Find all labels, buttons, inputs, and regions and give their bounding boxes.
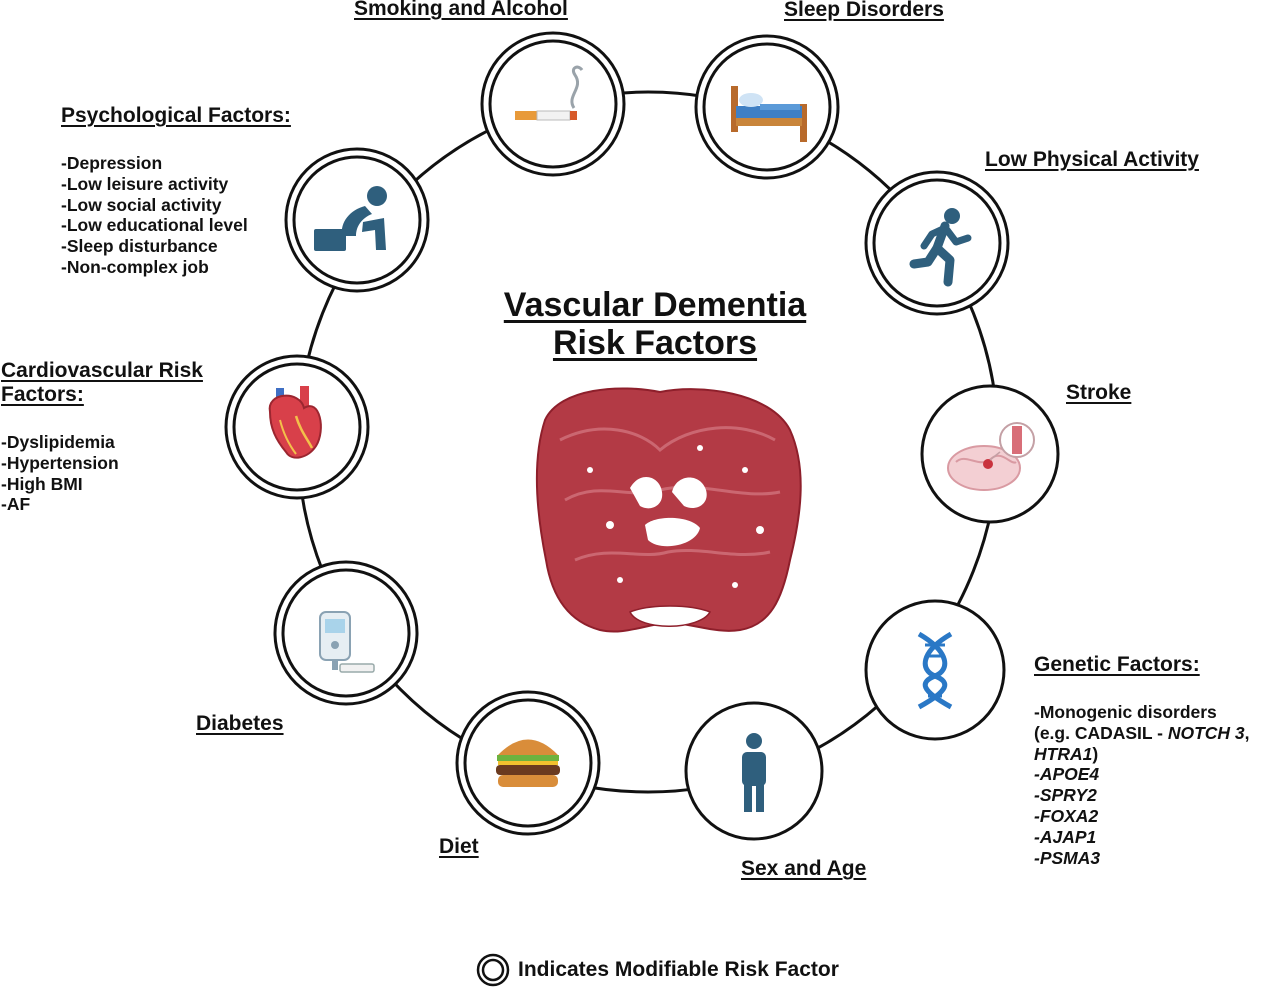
- cigarette-icon: [515, 65, 584, 121]
- list-item: -Non-complex job: [61, 256, 209, 277]
- cardio-factor-list: -Dyslipidemia -Hypertension -High BMI -A…: [1, 432, 119, 515]
- label-cardiovascular: Cardiovascular Risk Factors:: [1, 359, 203, 407]
- burger-icon: [496, 739, 560, 787]
- list-item: -PSMA3: [1034, 847, 1101, 868]
- legend-text: Indicates Modifiable Risk Factor: [518, 958, 839, 981]
- list-item: -APOE4: [1034, 764, 1100, 785]
- title-line-1: Vascular Dementia: [503, 286, 807, 324]
- cardio-label-line1: Cardiovascular Risk: [1, 359, 203, 382]
- list-item: -FOXA2: [1034, 805, 1099, 826]
- cardio-label-line2: Factors:: [1, 383, 84, 406]
- genetic-node: [864, 599, 1006, 741]
- list-item: -AF: [1, 494, 31, 515]
- cadasil-prefix: (e.g. CADASIL -: [1034, 722, 1168, 743]
- label-sleep: Sleep Disorders: [784, 0, 944, 21]
- title-line-2: Risk Factors: [552, 324, 758, 362]
- list-item: -AJAP1: [1034, 826, 1097, 847]
- cardio-node: [224, 354, 370, 500]
- label-genetic: Genetic Factors:: [1034, 653, 1200, 676]
- list-item: -Dyslipidemia: [1, 432, 115, 452]
- label-psychological: Psychological Factors:: [61, 104, 291, 127]
- label-diabetes: Diabetes: [196, 712, 284, 735]
- sex-age-node: [684, 701, 824, 841]
- list-item: -SPRY2: [1034, 785, 1097, 806]
- label-low-activity: Low Physical Activity: [985, 148, 1199, 171]
- glucose-meter-icon: [319, 611, 375, 673]
- stroke-node: [920, 384, 1060, 524]
- diet-node: [455, 690, 601, 836]
- psych-node: [284, 147, 430, 293]
- list-item: -Low leisure activity: [61, 173, 229, 194]
- label-diet: Diet: [439, 835, 479, 858]
- heart-icon: [268, 386, 322, 459]
- list-item: -Sleep disturbance: [61, 236, 218, 257]
- diagram-title: Vascular Dementia Risk Factors: [440, 286, 870, 362]
- label-smoking: Smoking and Alcohol: [354, 0, 568, 20]
- distressed-person-icon: [314, 186, 387, 251]
- list-item: -Depression: [61, 153, 163, 173]
- list-item: -High BMI: [1, 473, 83, 494]
- list-item: -Monogenic disorders: [1034, 702, 1217, 722]
- running-person-icon: [909, 208, 972, 287]
- brain-stroke-icon: [947, 422, 1035, 491]
- dna-icon: [917, 631, 953, 710]
- genetic-factor-list: -Monogenic disorders (e.g. CADASIL - NOT…: [1034, 702, 1250, 868]
- person-icon: [742, 733, 766, 812]
- double-circle-icon: [476, 953, 510, 987]
- list-item: HTRA1): [1034, 744, 1250, 765]
- list-item: -Low educational level: [61, 215, 248, 236]
- list-item: (e.g. CADASIL - NOTCH 3,: [1034, 723, 1250, 744]
- label-stroke: Stroke: [1066, 381, 1132, 404]
- gene-notch3: NOTCH 3: [1167, 722, 1245, 743]
- comma: ,: [1244, 722, 1250, 743]
- smoking-node: [480, 31, 626, 177]
- diabetes-node: [273, 560, 419, 706]
- list-item: -Hypertension: [1, 452, 119, 473]
- close-paren: ): [1092, 743, 1099, 764]
- sleep-node: [694, 34, 840, 180]
- gene-htra1: HTRA1: [1034, 743, 1093, 764]
- psych-factor-list: -Depression -Low leisure activity -Low s…: [61, 153, 248, 278]
- activity-node: [864, 170, 1010, 316]
- bed-icon: [731, 86, 807, 142]
- brain-coronal-image: [535, 387, 802, 633]
- list-item: -Low social activity: [61, 194, 222, 215]
- label-sex-age: Sex and Age: [741, 857, 867, 880]
- legend: Indicates Modifiable Risk Factor: [476, 953, 839, 987]
